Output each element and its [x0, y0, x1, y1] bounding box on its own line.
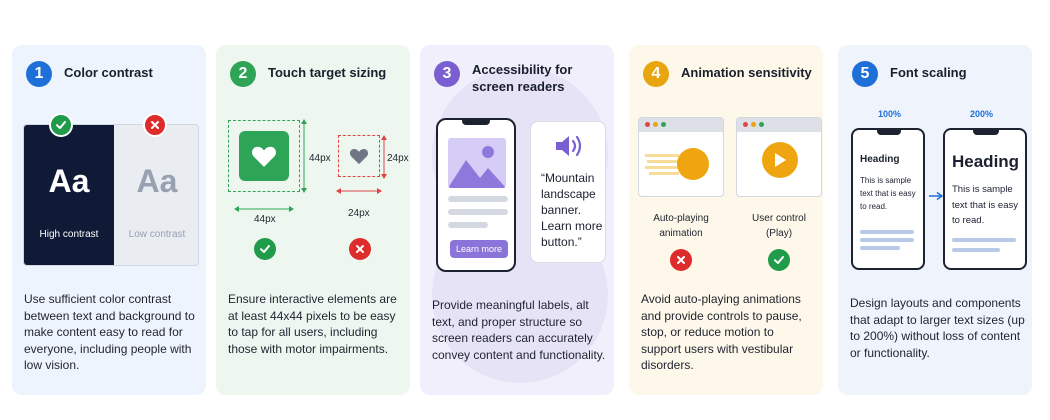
- phone-mockup: Learn more: [436, 118, 516, 272]
- card-screen-readers: 3 Accessibility for screen readers Learn…: [420, 45, 614, 395]
- card-animation: 4 Animation sensitivity Auto-playing ani…: [629, 45, 823, 395]
- card-title: Font scaling: [890, 65, 967, 80]
- card-color-contrast: 1 Color contrast Aa High contrast Aa Low…: [12, 45, 206, 395]
- text-line-placeholder: [448, 196, 508, 202]
- caption-line: (Play): [765, 228, 793, 239]
- small-width-label: 24px: [348, 208, 370, 219]
- motion-animation-icon: [645, 148, 709, 180]
- low-contrast-sample: Aa Low contrast: [114, 125, 198, 265]
- text-line-placeholder: [448, 222, 488, 228]
- low-contrast-label: Low contrast: [128, 229, 186, 240]
- user-control-caption: User control (Play): [734, 211, 823, 241]
- dimension-arrow-horizontal: [336, 188, 382, 194]
- contrast-comparison: Aa High contrast Aa Low contrast: [23, 124, 199, 266]
- sample-body: This is sample text that is easy to read…: [952, 184, 1019, 226]
- play-icon: [775, 153, 786, 167]
- card-title: Animation sensitivity: [681, 65, 812, 80]
- phone-notch: [877, 130, 901, 135]
- step-number-badge: 1: [26, 61, 52, 87]
- heart-icon: [349, 149, 369, 165]
- arrow-right-icon: [929, 191, 944, 201]
- dimension-arrow-vertical: [381, 135, 387, 179]
- phone-text-200: Heading This is sample text that is easy…: [943, 128, 1027, 270]
- card-font-scaling: 5 Font scaling 100% 200% Heading This is…: [838, 45, 1032, 395]
- step-number-badge: 5: [852, 61, 878, 87]
- card-title: Color contrast: [64, 65, 153, 80]
- check-icon: [254, 238, 276, 260]
- card-description: Design layouts and components that adapt…: [850, 296, 1025, 360]
- auto-play-window: [638, 117, 724, 197]
- sample-text: Aa: [136, 163, 178, 199]
- card-description: Provide meaningful labels, alt text, and…: [432, 298, 606, 362]
- user-control-window: [736, 117, 822, 197]
- check-icon: [49, 113, 73, 137]
- heart-button-large: [239, 131, 289, 181]
- dimension-arrow-horizontal: [234, 206, 294, 212]
- card-title: Accessibility for screen readers: [472, 62, 572, 95]
- sample-text: Aa: [48, 163, 90, 199]
- large-touch-target: [228, 120, 300, 192]
- window-titlebar: [639, 118, 723, 132]
- text-line-placeholder: [448, 209, 508, 215]
- scale-100-label: 100%: [878, 109, 902, 119]
- small-touch-target: [338, 135, 380, 177]
- sample-heading: Heading: [952, 152, 1020, 171]
- spoken-text: “Mountain landscape banner. Learn more b…: [541, 171, 603, 249]
- dimension-arrow-vertical: [301, 119, 307, 193]
- phone-notch: [973, 130, 999, 135]
- text-line-placeholder: [952, 248, 1000, 252]
- sample-heading: Heading: [860, 154, 900, 165]
- window-titlebar: [737, 118, 821, 132]
- speech-bubble: “Mountain landscape banner. Learn more b…: [530, 121, 606, 263]
- big-width-label: 44px: [254, 214, 276, 225]
- learn-more-button[interactable]: Learn more: [450, 240, 508, 258]
- play-button[interactable]: [762, 142, 798, 178]
- step-number-badge: 4: [643, 61, 669, 87]
- phone-notch: [462, 120, 490, 125]
- caption-line: animation: [659, 228, 703, 239]
- speaker-icon: [556, 135, 582, 157]
- card-description: Ensure interactive elements are at least…: [228, 292, 397, 356]
- card-title-line: screen readers: [472, 79, 565, 94]
- card-description: Avoid auto-playing animations and provid…: [641, 292, 802, 372]
- text-line-placeholder: [952, 238, 1016, 242]
- sample-body: This is sample text that is easy to read…: [860, 176, 916, 211]
- step-number-badge: 2: [230, 61, 256, 87]
- text-line-placeholder: [860, 238, 914, 242]
- card-touch-target: 2 Touch target sizing 44px 44px 24px 24p…: [216, 45, 410, 395]
- card-title: Touch target sizing: [268, 65, 387, 80]
- cross-icon: [143, 113, 167, 137]
- check-icon: [768, 249, 790, 271]
- card-description: Use sufficient color contrast between te…: [24, 292, 195, 372]
- phone-text-100: Heading This is sample text that is easy…: [851, 128, 925, 270]
- small-height-label: 24px: [387, 153, 409, 164]
- text-line-placeholder: [860, 230, 914, 234]
- step-number-badge: 3: [434, 61, 460, 87]
- big-height-label: 44px: [309, 153, 331, 164]
- caption-line: Auto-playing: [653, 213, 709, 224]
- high-contrast-label: High contrast: [39, 229, 99, 240]
- caption-line: User control: [752, 213, 806, 224]
- image-icon: [448, 138, 506, 188]
- text-line-placeholder: [860, 246, 900, 250]
- cross-icon: [670, 249, 692, 271]
- card-title-line: Accessibility for: [472, 62, 573, 77]
- auto-play-caption: Auto-playing animation: [636, 211, 726, 241]
- heart-icon: [252, 146, 276, 167]
- cross-icon: [349, 238, 371, 260]
- scale-200-label: 200%: [970, 109, 994, 119]
- high-contrast-sample: Aa High contrast: [24, 125, 114, 265]
